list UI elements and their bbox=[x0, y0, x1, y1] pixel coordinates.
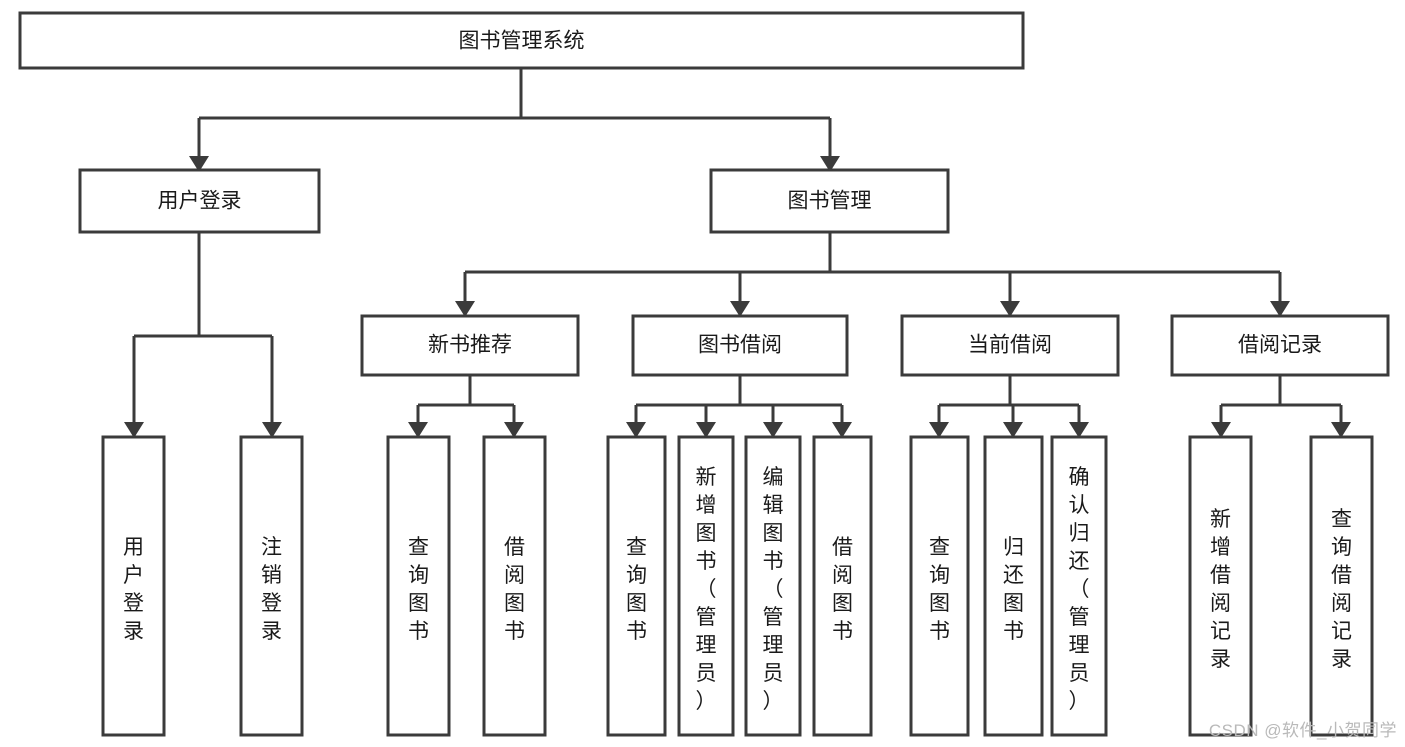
leaf-node[interactable]: 查询借阅记录 bbox=[1309, 435, 1374, 737]
node-book-borrow[interactable]: 图书借阅 bbox=[631, 314, 849, 377]
node-borrow-record[interactable]: 借阅记录 bbox=[1170, 314, 1390, 377]
arrow-bb-to-add bbox=[696, 422, 716, 438]
leaf-node[interactable]: 归还图书 bbox=[983, 435, 1044, 737]
node-book-management-box[interactable] bbox=[709, 168, 950, 234]
leaf-query-book-rec-label: 查询图书 bbox=[408, 535, 429, 642]
leaf-edit-book-admin-label: 编辑图书（管理员） bbox=[763, 465, 784, 712]
arrow-bb-to-edit bbox=[763, 422, 783, 438]
node-current-borrow-label: 当前借阅 bbox=[968, 334, 1052, 357]
node-user-login-label: 用户登录 bbox=[158, 190, 242, 213]
arrow-br-to-query bbox=[1331, 422, 1351, 438]
arrow-br-to-add bbox=[1211, 422, 1231, 438]
node-book-borrow-box[interactable] bbox=[631, 314, 849, 377]
node-book-management[interactable]: 图书管理 bbox=[709, 168, 950, 234]
leaf-node[interactable]: 查询图书 bbox=[386, 435, 451, 737]
leaf-query-borrow-record-box[interactable] bbox=[1309, 435, 1374, 737]
arrow-cb-to-return bbox=[1003, 422, 1023, 438]
leaf-add-borrow-record-box[interactable] bbox=[1188, 435, 1253, 737]
arrow-cb-to-query bbox=[929, 422, 949, 438]
leaf-borrow-book-borrow-box[interactable] bbox=[812, 435, 873, 737]
leaf-borrow-book-borrow-label: 借阅图书 bbox=[832, 535, 853, 642]
leaf-logout-login-box[interactable] bbox=[239, 435, 304, 737]
leaf-query-borrow-record-label: 查询借阅记录 bbox=[1331, 507, 1352, 670]
leaf-node[interactable]: 新增图书（管理员） bbox=[677, 435, 735, 737]
leaf-node[interactable]: 查询图书 bbox=[909, 435, 970, 737]
leaf-node[interactable]: 借阅图书 bbox=[812, 435, 873, 737]
leaf-add-book-admin-label: 新增图书（管理员） bbox=[696, 465, 717, 712]
node-root-label: 图书管理系统 bbox=[459, 30, 585, 53]
leaf-node[interactable]: 用户登录 bbox=[101, 435, 166, 737]
leaf-query-book-current-label: 查询图书 bbox=[929, 535, 950, 642]
node-borrow-record-box[interactable] bbox=[1170, 314, 1390, 377]
leaf-logout-login-label: 注销登录 bbox=[261, 535, 282, 642]
node-root[interactable]: 图书管理系统 bbox=[18, 11, 1025, 70]
arrow-root-to-user-login bbox=[189, 156, 209, 172]
node-user-login[interactable]: 用户登录 bbox=[78, 168, 321, 234]
node-new-book-recommend-box[interactable] bbox=[360, 314, 580, 377]
node-root-box[interactable] bbox=[18, 11, 1025, 70]
arrow-bm-to-current-borrow bbox=[1000, 301, 1020, 317]
leaf-user-login-box[interactable] bbox=[101, 435, 166, 737]
leaf-query-book-borrow-label: 查询图书 bbox=[626, 535, 647, 642]
node-new-book-recommend-label: 新书推荐 bbox=[428, 334, 512, 357]
leaf-node[interactable]: 查询图书 bbox=[606, 435, 667, 737]
leaf-query-book-rec-box[interactable] bbox=[386, 435, 451, 737]
leaf-borrow-book-rec-box[interactable] bbox=[482, 435, 547, 737]
node-borrow-record-label: 借阅记录 bbox=[1238, 334, 1322, 357]
connector-layer bbox=[124, 68, 1351, 438]
leaf-add-borrow-record-label: 新增借阅记录 bbox=[1210, 507, 1231, 670]
leaf-edit-book-admin-box[interactable] bbox=[744, 435, 802, 737]
leaf-node[interactable]: 注销登录 bbox=[239, 435, 304, 737]
arrow-nb-to-borrow bbox=[504, 422, 524, 438]
leaf-node[interactable]: 确认归还（管理员） bbox=[1050, 435, 1108, 737]
leaf-query-book-current-box[interactable] bbox=[909, 435, 970, 737]
arrow-bm-to-new-book bbox=[455, 301, 475, 317]
leaf-user-login-label: 用户登录 bbox=[123, 535, 144, 642]
arrow-bb-to-query bbox=[626, 422, 646, 438]
arrow-user-login-to-leaf2 bbox=[262, 422, 282, 438]
leaf-borrow-book-rec-label: 借阅图书 bbox=[504, 535, 525, 642]
leaf-confirm-return-admin-box[interactable] bbox=[1050, 435, 1108, 737]
leaf-return-book-box[interactable] bbox=[983, 435, 1044, 737]
arrow-bb-to-borrow bbox=[832, 422, 852, 438]
node-new-book-recommend[interactable]: 新书推荐 bbox=[360, 314, 580, 377]
leaf-node[interactable]: 编辑图书（管理员） bbox=[744, 435, 802, 737]
arrow-bm-to-borrow-record bbox=[1270, 301, 1290, 317]
leaf-return-book-label: 归还图书 bbox=[1003, 535, 1024, 642]
leaf-node[interactable]: 新增借阅记录 bbox=[1188, 435, 1253, 737]
node-user-login-box[interactable] bbox=[78, 168, 321, 234]
leaf-node[interactable]: 借阅图书 bbox=[482, 435, 547, 737]
arrow-root-to-book-management bbox=[820, 156, 840, 172]
arrow-bm-to-book-borrow bbox=[730, 301, 750, 317]
arrow-cb-to-confirm bbox=[1069, 422, 1089, 438]
leaf-node-layer: 用户登录 注销登录 查询图书 借阅图书 查询图书 新增图书（管理员） 编辑图书（管理员） 借阅… bbox=[101, 435, 1374, 737]
leaf-query-book-borrow-box[interactable] bbox=[606, 435, 667, 737]
leaf-add-book-admin-box[interactable] bbox=[677, 435, 735, 737]
leaf-confirm-return-admin-label: 确认归还（管理员） bbox=[1069, 465, 1090, 712]
node-current-borrow-box[interactable] bbox=[900, 314, 1120, 377]
node-book-management-label: 图书管理 bbox=[788, 190, 872, 213]
arrow-user-login-to-leaf1 bbox=[124, 422, 144, 438]
node-book-borrow-label: 图书借阅 bbox=[698, 334, 782, 357]
arrow-nb-to-query bbox=[408, 422, 428, 438]
node-current-borrow[interactable]: 当前借阅 bbox=[900, 314, 1120, 377]
